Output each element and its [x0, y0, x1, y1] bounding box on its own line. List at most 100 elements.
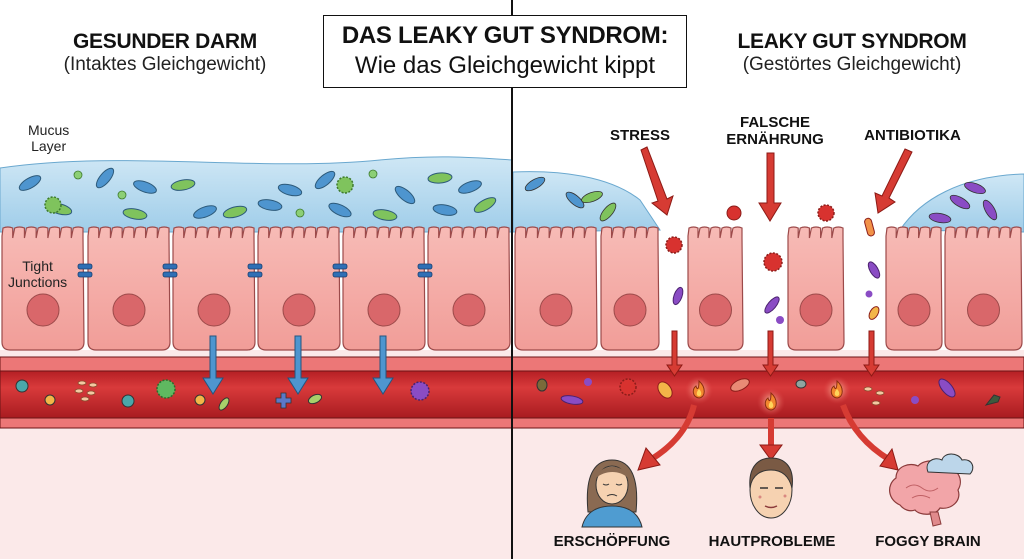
symptom-foggy-brain: FOGGY BRAIN — [875, 533, 981, 550]
face-skin-icon — [749, 457, 793, 519]
nucleus — [539, 293, 573, 327]
bacterium — [427, 172, 453, 184]
damaged-cells — [514, 226, 1023, 351]
bacterium — [133, 180, 157, 194]
nucleus — [967, 293, 1000, 327]
nucleus — [367, 293, 401, 327]
bacteria-healthy — [18, 167, 998, 224]
bacterium — [982, 199, 998, 221]
bacterium — [222, 205, 248, 219]
bacterium — [122, 208, 148, 220]
bacterium — [949, 194, 971, 210]
mucus-layer-label: Mucus Layer — [28, 122, 70, 154]
bacterium — [277, 183, 303, 197]
virus — [44, 196, 62, 214]
bacterium — [193, 205, 217, 219]
leaking-particles — [665, 204, 881, 324]
main-title: DAS LEAKY GUT SYNDROM: — [341, 22, 669, 49]
inflammation-flame-icon — [685, 376, 713, 404]
epithelial-cell — [257, 226, 341, 351]
tight-junctions — [77, 263, 433, 278]
bacterium — [314, 170, 336, 190]
nucleus — [197, 293, 231, 327]
tight-junction — [247, 263, 263, 270]
tight-junction — [162, 271, 178, 278]
nucleus — [112, 293, 146, 327]
symptom-arrows — [648, 403, 892, 463]
tight-junction — [77, 271, 93, 278]
main-subtitle: Wie das Gleichgewicht kippt — [354, 52, 656, 79]
tight-junction — [332, 263, 348, 270]
nucleus — [613, 293, 647, 327]
epithelial-cell — [427, 226, 511, 351]
tired-woman-icon — [581, 459, 643, 528]
symptom-erschoepfung: ERSCHÖPFUNG — [553, 533, 671, 550]
leak-arrows — [666, 330, 880, 377]
healthy-cells — [1, 226, 511, 351]
right-subheading: (Gestörtes Gleichgewicht) — [742, 54, 962, 75]
cause-stress: STRESS — [609, 127, 670, 144]
epithelial-cell — [944, 226, 1023, 351]
tight-junction — [332, 271, 348, 278]
bacterium — [432, 204, 458, 216]
epithelial-cell — [172, 226, 256, 351]
nucleus — [26, 293, 60, 327]
tight-junction — [162, 263, 178, 270]
epithelial-cell — [787, 226, 845, 351]
spore — [73, 170, 83, 180]
epithelial-cell — [514, 226, 598, 351]
bacterium — [599, 202, 617, 222]
bacterium — [458, 180, 482, 194]
epithelial-cell — [600, 226, 660, 351]
spore — [295, 208, 305, 218]
bacterium — [524, 176, 546, 192]
bacterium — [928, 212, 952, 224]
main-title-box: DAS LEAKY GUT SYNDROM: Wie das Gleichgew… — [323, 15, 687, 88]
virus — [336, 176, 354, 194]
mucus-layer-left — [0, 156, 513, 233]
bacterium — [473, 197, 497, 213]
right-heading: LEAKY GUT SYNDROM — [737, 30, 967, 53]
epithelial-cell — [342, 226, 426, 351]
panel-divider — [511, 0, 513, 559]
tight-junction — [77, 263, 93, 270]
bacterium — [581, 190, 603, 204]
bacterium — [372, 209, 398, 221]
tight-junction — [247, 271, 263, 278]
tight-junctions-label: Tight Junctions — [8, 258, 68, 290]
blood-particles-left — [15, 379, 430, 411]
tight-junction — [417, 263, 433, 270]
left-heading: GESUNDER DARM — [73, 30, 257, 53]
epithelial-cell — [87, 226, 171, 351]
bacterium — [257, 199, 283, 211]
spore — [368, 169, 378, 179]
epithelial-cell — [687, 226, 744, 351]
inflammation-flame-icon — [757, 388, 785, 416]
bacterium — [170, 179, 196, 191]
nucleus — [452, 293, 486, 327]
spore — [117, 190, 127, 200]
cause-falsche-ernaehrung: FALSCHE ERNÄHRUNG — [726, 114, 824, 148]
inflammation-flame-icon — [823, 376, 851, 404]
tight-junction — [417, 271, 433, 278]
brain-cloud-icon — [889, 453, 974, 527]
bacterium — [95, 167, 115, 189]
blood-particles-right — [536, 378, 1001, 406]
nutrient-arrow — [372, 335, 394, 395]
left-subheading: (Intaktes Gleichgewicht) — [63, 54, 267, 75]
symptom-hautprobleme: HAUTPROBLEME — [708, 533, 836, 550]
nutrient-arrow — [202, 335, 224, 395]
cause-antibiotika: ANTIBIOTIKA — [864, 127, 961, 144]
epithelial-cell — [885, 226, 943, 351]
nutrient-arrows — [202, 335, 394, 395]
nucleus — [799, 293, 833, 327]
cause-arrows — [640, 146, 913, 222]
nutrient-arrow — [287, 335, 309, 395]
bacterium — [328, 202, 352, 218]
bacterium — [565, 191, 585, 209]
bacterium — [18, 175, 42, 191]
nucleus — [282, 293, 316, 327]
inflammation-icons — [685, 376, 851, 416]
epithelial-cell — [1, 226, 85, 351]
